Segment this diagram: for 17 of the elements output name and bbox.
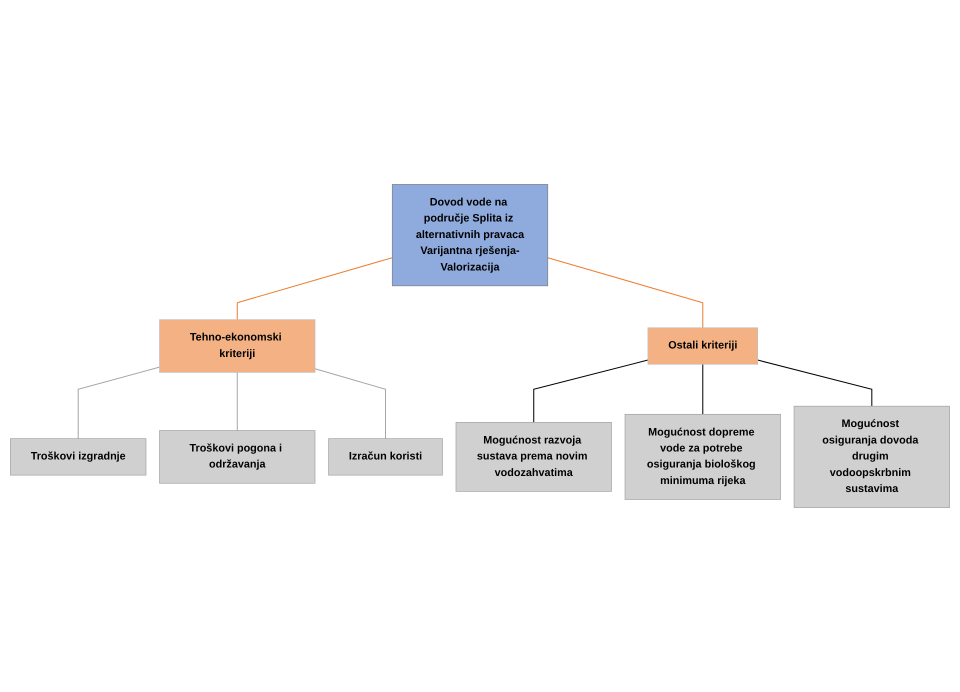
connector [702, 364, 704, 414]
connector [236, 372, 238, 430]
connector [314, 368, 386, 439]
node-box: Dovod vode na područje Splita iz alternativnih pravaca Varijantna rješenja-Valorizacija [392, 184, 548, 286]
node-box: Mogućnost osiguranja dovoda drugim vodoopskrbnim sustavima [794, 406, 950, 508]
node-box: Izračun koristi [328, 438, 443, 476]
node-box: Troškovi pogona i održavanja [159, 430, 316, 484]
connector [758, 360, 872, 406]
node-box: Ostali kriteriji [648, 327, 758, 365]
connector [236, 257, 392, 320]
node-box: Troškovi izgradnje [10, 438, 146, 476]
node-box: Mogućnost dopreme vode za potrebe osiguranja biološkog minimuma rijeka [624, 414, 781, 500]
connector [78, 366, 160, 439]
connector [533, 360, 648, 422]
node-box: Mogućnost razvoja sustava prema novim vodozahvatima [456, 422, 612, 492]
connector [548, 257, 704, 328]
node-box: Tehno-ekonomski kriteriji [159, 319, 316, 373]
